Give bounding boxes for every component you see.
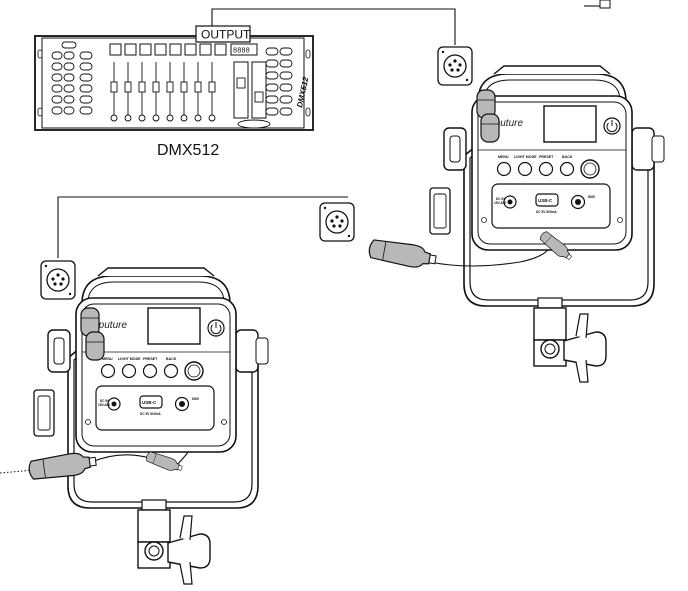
- usbc-rating-label: DC 5V 500mA: [140, 412, 161, 416]
- light-fixture-left: MENU LIGHT MODE PRESET BACK DC IN 15V-48…: [33, 267, 269, 585]
- xlr-cable-plug-left-out: [27, 449, 98, 483]
- xlr-panel-connector-link: [319, 202, 355, 242]
- continuation-dotted-line: [0, 469, 35, 474]
- button-label-preset: PRESET: [539, 155, 554, 159]
- console-output-label: OUTPUT: [201, 28, 251, 42]
- button-label-menu: MENU: [102, 357, 113, 361]
- left-panel-labels: MENU LIGHT MODE PRESET BACK DC IN 15V-48…: [98, 357, 200, 416]
- xlr-cable-plug-link: [366, 236, 438, 272]
- usbc-label: USB-C: [538, 198, 553, 203]
- console-display-text: 8888: [233, 48, 250, 56]
- button-label-back: BACK: [562, 155, 573, 159]
- xlr-cable-connector-left-lower: [85, 331, 105, 361]
- dc-rating-label: 15V-48V: [494, 201, 507, 205]
- button-label-light-mode: LIGHT MODE: [514, 155, 537, 159]
- xlr-panel-connector-left-input: [40, 260, 76, 300]
- xlr-cable-connector-right-lower: [480, 113, 500, 143]
- usbc-label: USB-C: [142, 400, 157, 405]
- dmx512-console: 8888 DMX512 OUTPUT DMX512: [34, 25, 314, 159]
- usbc-rating-label: DC 5V 500mA: [536, 210, 557, 214]
- edge-fragment: [599, 0, 611, 9]
- dc-in-label: DC IN: [496, 197, 505, 201]
- button-label-light-mode: LIGHT MODE: [118, 357, 141, 361]
- button-label-back: BACK: [166, 357, 177, 361]
- xlr-panel-connector-right-input: [437, 46, 473, 86]
- right-panel-labels: MENU LIGHT MODE PRESET BACK DC IN 15V-48…: [494, 155, 596, 214]
- dmx-port-label: DMX: [588, 195, 596, 199]
- light-fixture-right: MENU LIGHT MODE PRESET BACK DC IN 15V-48…: [429, 65, 665, 383]
- dc-rating-label: 15V-48V: [98, 403, 111, 407]
- button-label-menu: MENU: [498, 155, 509, 159]
- dc-in-label: DC IN: [100, 399, 109, 403]
- console-model-label: DMX512: [157, 142, 219, 159]
- xlr-cable-plug-left-end: [144, 449, 184, 475]
- button-label-preset: PRESET: [143, 357, 158, 361]
- dmx-port-label: DMX: [192, 397, 200, 401]
